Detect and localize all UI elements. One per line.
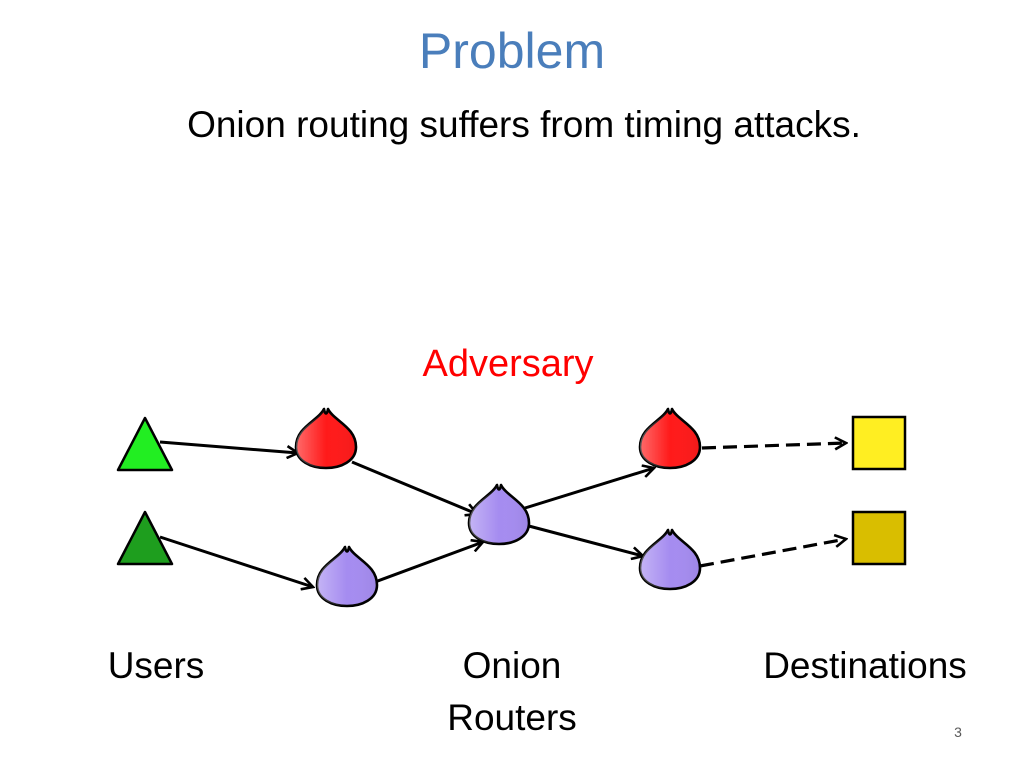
slide-subtitle: Onion routing suffers from timing attack… — [187, 104, 861, 145]
onion-icon — [467, 483, 531, 546]
edge-router-center-router-purple2 — [524, 523, 643, 556]
user-triangle-icon — [116, 416, 174, 472]
destination-square-icon — [851, 510, 907, 566]
onion-icon — [315, 545, 379, 608]
destination-square-icon — [851, 415, 907, 471]
user-triangle-icon — [116, 510, 174, 566]
onion-routers-label: Onion Routers — [447, 645, 577, 738]
adversary-label: Adversary — [422, 343, 594, 385]
adversary-onion-icon — [294, 407, 358, 470]
adversary-onion-icon — [638, 407, 702, 470]
edge-user1-router-red1 — [159, 440, 298, 453]
page-number: 3 — [954, 724, 962, 740]
edge-router-purple2-destination2 — [699, 539, 846, 568]
onion-icon — [638, 528, 702, 591]
edge-router-purple1-router-center — [374, 542, 483, 584]
destinations-label: Destinations — [763, 645, 967, 686]
edge-user2-router-purple1 — [159, 535, 313, 587]
users-label: Users — [107, 645, 205, 686]
edge-router-center-router-red2 — [524, 468, 654, 510]
edge-router-red2-destination1 — [701, 443, 846, 448]
slide-title: Problem — [418, 23, 606, 79]
edge-router-red1-router-center — [351, 460, 477, 514]
